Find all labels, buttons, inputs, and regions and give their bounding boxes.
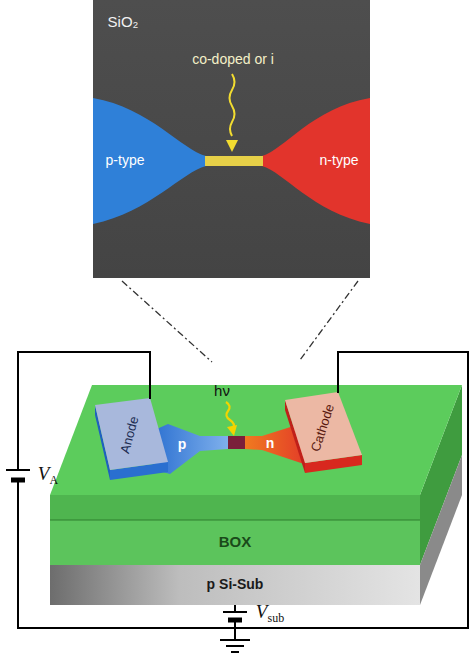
p-region: p [160,425,230,470]
top-layer-front [50,495,420,520]
electrode-label: Cathode [309,402,338,453]
photon-label: hν [214,383,230,400]
wafer-stack [50,385,462,605]
photon-wave [226,402,234,429]
zoom-leader [300,281,358,360]
region-label: p-type [106,153,145,168]
region-label: n-type [320,153,359,168]
co-doped-segment [205,156,263,166]
junction-region [228,436,245,449]
layer-label: BOX [219,534,252,551]
pointer-head [226,140,238,152]
battery-symbol [223,612,247,620]
substrate-front [50,565,420,605]
box-layer: BOX [50,520,420,565]
anode-pad: Anode [90,395,170,475]
photon-head [227,425,237,436]
cathode-pad: Cathode [283,390,365,465]
n-region: n [245,430,315,465]
region-label: p [178,437,187,452]
electrode-label: Anode [118,415,142,455]
circuit-wire [18,352,468,640]
substrate-layer: p Si-Sub [50,565,420,605]
pointer-squiggle [230,74,235,136]
box-front [50,520,420,565]
n-type-region [262,98,370,224]
ground-symbol [220,640,250,652]
material-label: SiO₂ [108,14,139,31]
region-label: co-doped or i [192,52,274,67]
region-label: n [266,436,275,451]
p-type-region [93,98,206,224]
layer-label: p Si-Sub [207,577,264,592]
inset-panel [93,0,370,278]
zoom-leader [122,281,212,362]
anode-pad [95,398,168,480]
inset-micrograph [93,0,370,278]
battery-symbol [6,470,30,480]
voltage-label: VA [38,464,58,487]
cathode-pad [285,392,362,473]
voltage-label: Vsub [256,602,284,625]
inset-panel: SiO₂ co-doped or i p-type n-type [93,0,370,278]
top-face [50,385,462,495]
